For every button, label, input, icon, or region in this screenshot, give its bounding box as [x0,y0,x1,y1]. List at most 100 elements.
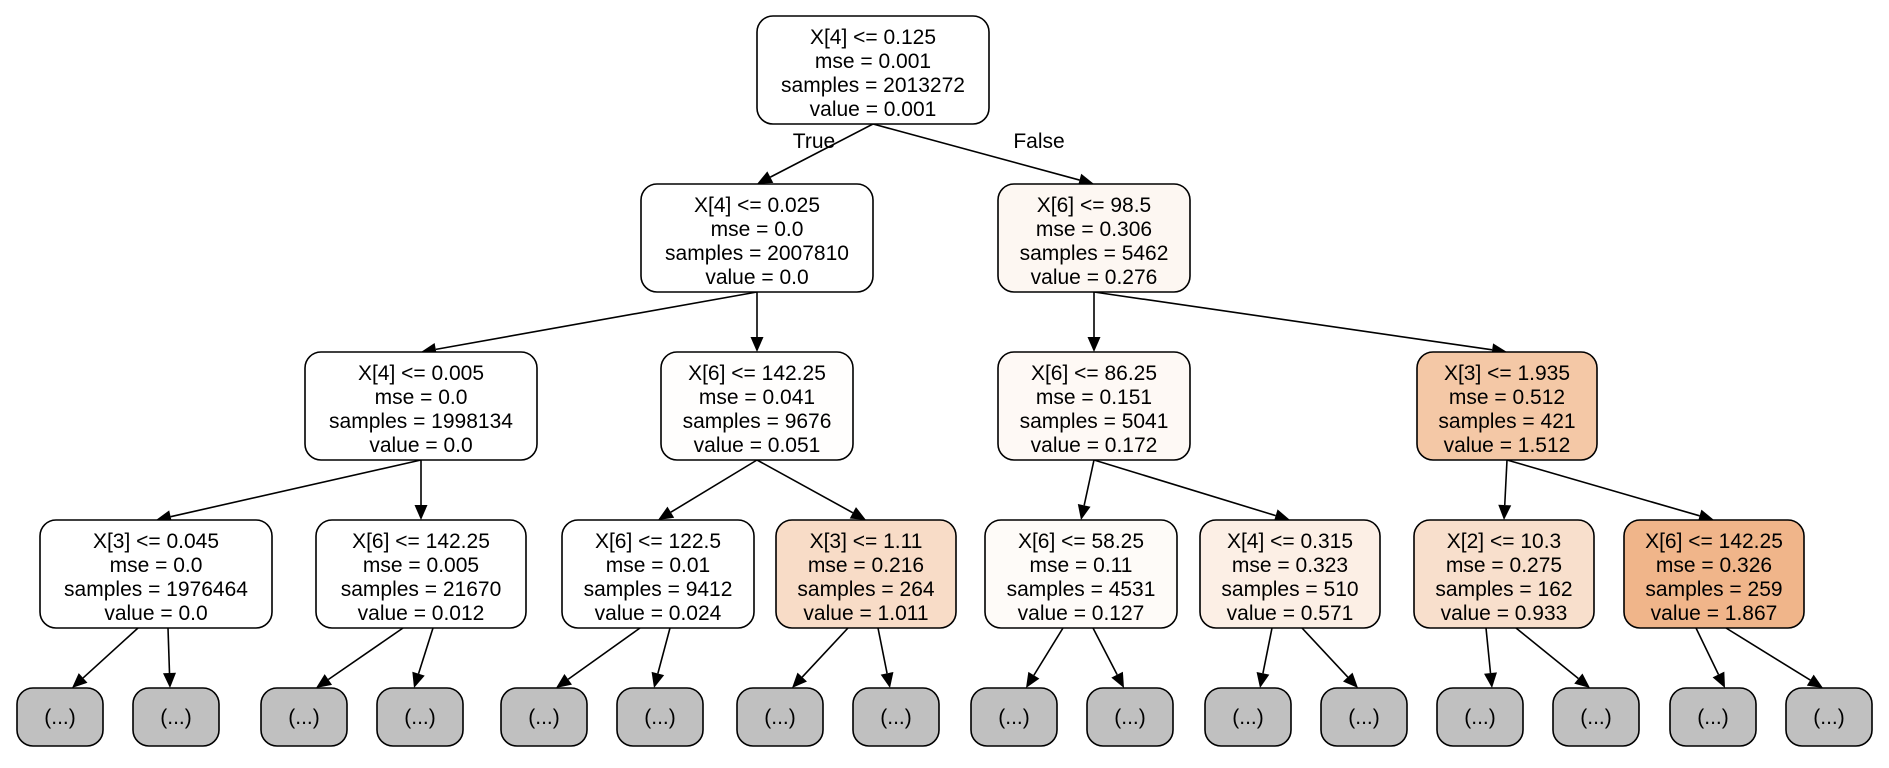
edge-n14-leaf-right [1725,627,1823,688]
arrowhead [412,671,425,688]
samples-text: samples = 421 [1438,410,1575,433]
split-condition: X[6] <= 98.5 [1037,194,1151,217]
arrowhead [316,674,333,688]
arrowhead [792,672,807,688]
value-text: value = 0.012 [358,602,485,625]
truncated-box [1552,687,1640,747]
arrowhead [1026,671,1040,688]
mse-text: mse = 0.11 [1030,554,1133,577]
split-condition: X[6] <= 142.25 [1645,530,1783,553]
split-condition: X[6] <= 122.5 [595,530,721,553]
edge-label-false: False [1013,130,1064,153]
truncated-node: (...) [852,687,940,747]
truncated-box [132,687,220,747]
node-box [984,519,1178,629]
edge-line [170,459,422,518]
edge-line [567,627,641,680]
edge-n11-leaf-right [1092,627,1124,688]
arrowhead [849,507,866,520]
truncated-label: (...) [160,706,192,729]
edge-n2-n5 [1087,292,1101,352]
arrowhead [658,506,675,520]
node-box [997,183,1191,293]
arrowhead [163,672,176,688]
arrowhead [1574,673,1590,688]
edge-line [1301,627,1349,678]
edge-line [1695,627,1720,675]
mse-text: mse = 0.0 [375,386,468,409]
edge-n8-leaf-right [412,627,434,688]
value-text: value = 0.0 [705,266,808,289]
edge-line [82,627,139,679]
node-box [39,519,273,629]
arrowhead [1273,509,1290,522]
edge-line [1033,627,1064,676]
edge-n5-n11 [1077,459,1095,520]
edge-n13-leaf-left [1484,627,1497,688]
truncated-label: (...) [528,706,560,729]
truncated-box [500,687,588,747]
split-condition: X[3] <= 1.935 [1444,362,1570,385]
edge-n8-leaf-left [316,627,404,688]
truncated-label: (...) [764,706,796,729]
truncated-node: (...) [16,687,104,747]
truncated-label: (...) [288,706,320,729]
arrowhead [1498,504,1512,520]
edge-line [657,627,671,674]
samples-text: samples = 4531 [1007,578,1156,601]
truncated-box [1436,687,1524,747]
edge-n13-leaf-right [1515,627,1590,688]
arrowhead [880,672,894,688]
arrowhead [1484,672,1497,688]
samples-text: samples = 2007810 [665,242,849,265]
edge-n5-n12 [1093,459,1290,522]
edge-n0-n1 [757,123,874,184]
truncated-box [852,687,940,747]
mse-text: mse = 0.326 [1656,554,1772,577]
edge-n1-n4 [750,292,764,352]
samples-text: samples = 9412 [584,578,733,601]
truncated-box [16,687,104,747]
truncated-box [970,687,1058,747]
split-condition: X[6] <= 86.25 [1031,362,1157,385]
value-text: value = 0.933 [1441,602,1568,625]
arrowhead [1256,672,1270,688]
split-condition: X[3] <= 0.045 [93,530,219,553]
truncated-box [1320,687,1408,747]
samples-text: samples = 162 [1435,578,1572,601]
node-box [304,351,538,461]
truncated-node: (...) [1552,687,1640,747]
truncated-box [260,687,348,747]
truncated-box [1669,687,1757,747]
value-text: value = 0.276 [1031,266,1158,289]
edge-n3-n7 [156,459,422,524]
truncated-node: (...) [1669,687,1757,747]
value-text: value = 0.024 [595,602,722,625]
mse-text: mse = 0.0 [711,218,804,241]
truncated-label: (...) [1232,706,1264,729]
arrowhead [651,671,665,688]
edge-n6-n13 [1498,459,1512,520]
truncated-label: (...) [644,706,676,729]
arrowhead [1111,671,1124,688]
node-box [775,519,957,629]
samples-text: samples = 1998134 [329,410,513,433]
value-text: value = 0.001 [810,98,937,121]
truncated-node: (...) [736,687,824,747]
mse-text: mse = 0.005 [363,554,479,577]
truncated-label: (...) [1464,706,1496,729]
arrowhead [556,673,572,688]
mse-text: mse = 0.216 [808,554,924,577]
edge-line [1093,291,1493,351]
mse-text: mse = 0.323 [1232,554,1348,577]
split-condition: X[4] <= 0.025 [694,194,820,217]
truncated-box [736,687,824,747]
